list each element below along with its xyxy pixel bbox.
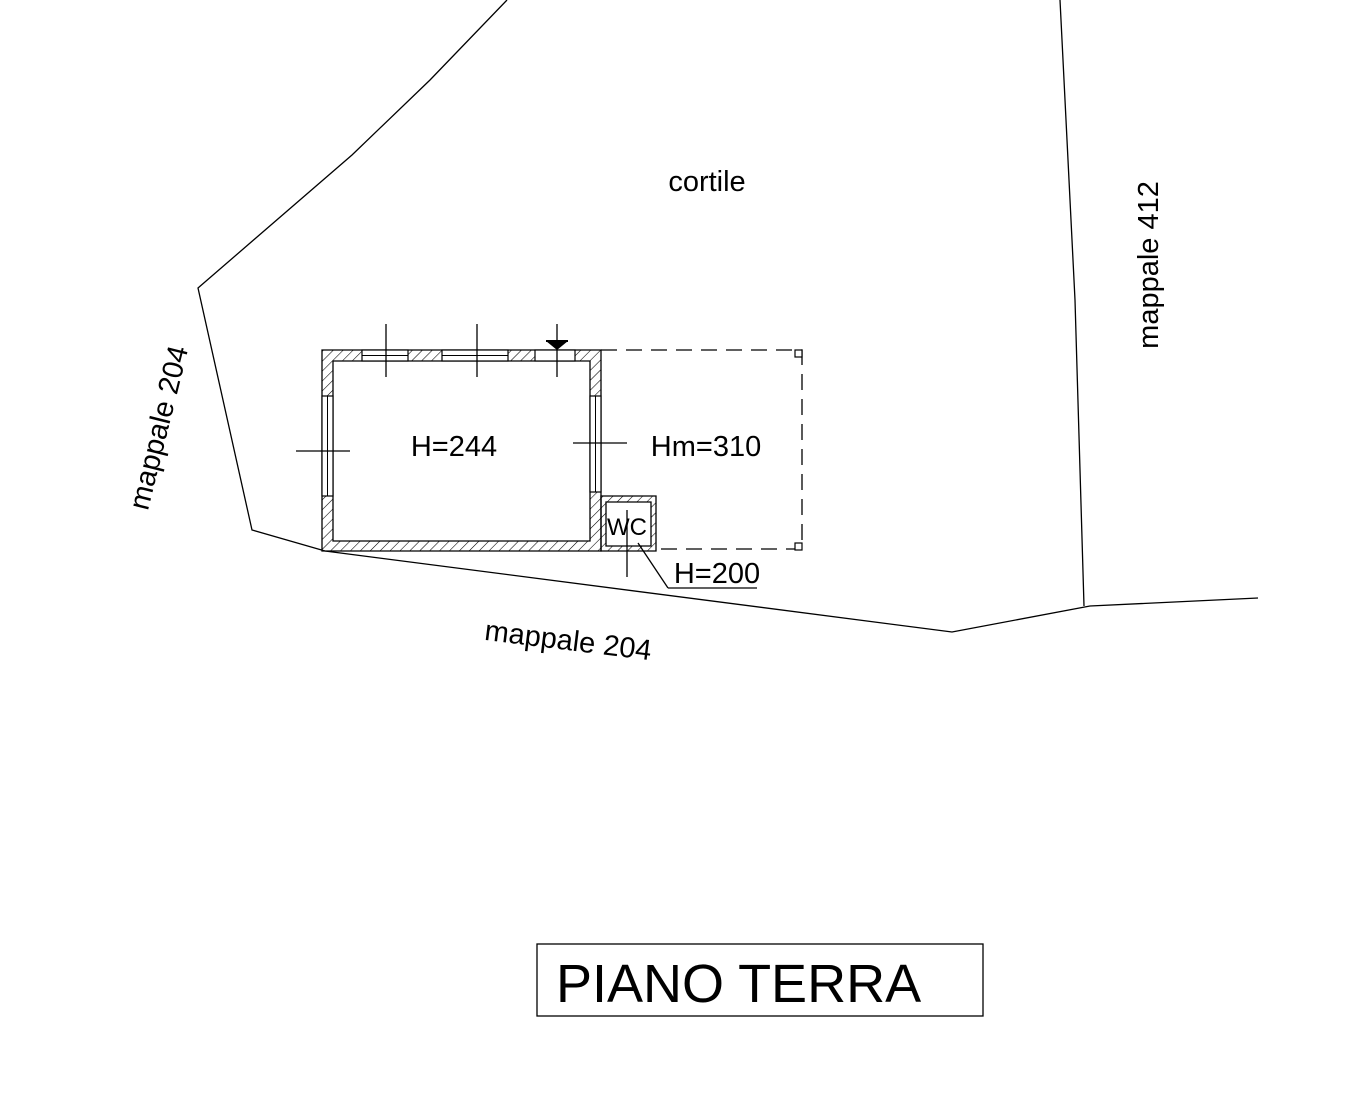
label-porch-height: Hm=310 xyxy=(651,431,761,463)
label-wc: WC xyxy=(607,514,647,541)
entrance-arrow-icon xyxy=(546,340,568,350)
lot-boundary-west xyxy=(197,0,1259,633)
lot-boundary-east xyxy=(1059,0,1085,607)
wc-leader xyxy=(637,542,757,589)
title-text: PIANO TERRA xyxy=(556,954,921,1014)
label-room-height: H=244 xyxy=(411,431,497,463)
title-block: PIANO TERRA xyxy=(536,943,984,1017)
label-courtyard: cortile xyxy=(668,166,745,198)
windows-side-walls xyxy=(321,395,602,497)
label-wc-height: H=200 xyxy=(674,558,760,590)
porch-outline xyxy=(601,349,803,551)
label-parcel-south: mappale 204 xyxy=(483,615,653,667)
label-parcel-east: mappale 412 xyxy=(1133,181,1165,349)
label-parcel-west: mappale 204 xyxy=(123,343,195,513)
windows-top-wall xyxy=(361,349,576,362)
axis-markers xyxy=(296,324,628,577)
